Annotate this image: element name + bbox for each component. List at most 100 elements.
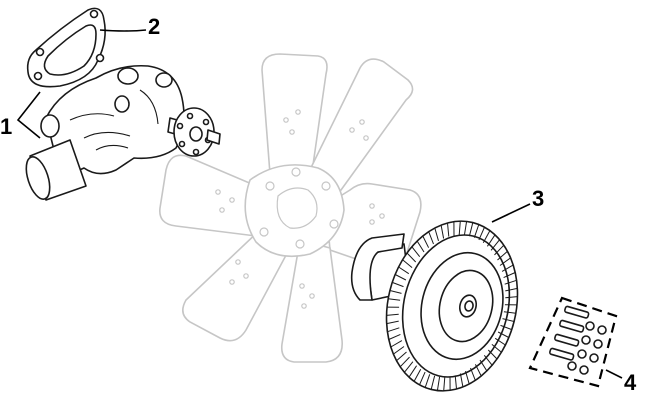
clutch-fin	[430, 375, 436, 390]
clutch-fin	[497, 331, 510, 338]
clutch-fin	[479, 359, 488, 372]
clutch-fin	[463, 221, 468, 236]
clutch-fin	[386, 320, 399, 325]
clutch-fin	[491, 344, 502, 353]
clutch-fin	[404, 361, 414, 373]
clutch-fin	[428, 231, 434, 245]
gasket-bolt-hole	[33, 71, 43, 81]
clutch-fin	[474, 364, 482, 377]
clutch-fin	[504, 279, 517, 285]
callout-3: 3	[532, 186, 544, 211]
callout-1: 1	[0, 114, 12, 139]
clutch-fin	[402, 259, 413, 268]
fan-hub-hole	[259, 227, 269, 237]
hardware-washer	[567, 321, 607, 375]
clutch-fin	[411, 246, 421, 258]
clutch-fin	[393, 346, 405, 355]
callout-4: 4	[624, 370, 637, 395]
fan-clutch	[350, 220, 519, 392]
clutch-fin	[459, 373, 464, 387]
hardware-kit	[528, 296, 618, 388]
pump-boss	[155, 72, 173, 88]
fan-blade	[298, 58, 414, 210]
leader-4	[605, 369, 623, 379]
clutch-fin	[483, 354, 493, 366]
fan-hub-hole	[295, 239, 305, 249]
gasket	[26, 7, 106, 88]
clutch-fin	[505, 287, 518, 292]
clutch-fins	[386, 221, 518, 391]
clutch-fin	[424, 374, 431, 388]
clutch-fin	[440, 225, 445, 239]
clutch-fin	[399, 356, 410, 368]
callout-2: 2	[148, 14, 160, 39]
clutch-fin	[468, 222, 474, 237]
clutch-fin	[473, 224, 480, 238]
hardware-bracket	[528, 296, 618, 388]
gasket-bolt-hole	[35, 47, 45, 57]
pump-shaft-tip	[206, 129, 221, 145]
clutch-fin	[389, 290, 402, 294]
leader-1	[16, 91, 41, 139]
clutch-fin	[398, 266, 410, 275]
clutch-fin	[478, 226, 485, 241]
clutch-fin	[386, 313, 399, 316]
clutch-fin	[388, 333, 401, 340]
fan-center-hole	[276, 187, 318, 229]
clutch-fin	[436, 376, 441, 391]
clutch-fin	[505, 296, 518, 299]
clutch-fin	[406, 252, 417, 263]
gasket-bolt-hole	[95, 53, 105, 63]
leader-3	[491, 203, 531, 223]
clutch-fin	[413, 368, 422, 382]
clutch-fin	[390, 340, 403, 348]
clutch-fin	[434, 227, 439, 242]
fan-blade	[280, 239, 343, 363]
clutch-fin	[419, 371, 426, 386]
leader-2	[99, 29, 147, 32]
gasket-bolt-hole	[89, 9, 99, 19]
fan-hub-hole	[265, 181, 275, 191]
clutch-fin	[503, 272, 516, 279]
clutch-fin	[447, 222, 450, 237]
clutch-fin	[503, 311, 516, 314]
clutch-mount-flange	[350, 233, 405, 301]
clutch-fin	[443, 376, 446, 391]
clutch-fin	[494, 244, 505, 256]
fan-hub-hole	[291, 167, 301, 177]
clutch-fin	[487, 349, 498, 360]
water-pump	[25, 64, 221, 201]
hardware-bolt	[549, 305, 590, 361]
fan-blade	[182, 227, 294, 342]
pump-boss	[40, 114, 60, 138]
clutch-fin	[388, 298, 401, 301]
clutch-fin	[394, 274, 407, 281]
clutch-fin	[422, 235, 430, 248]
clutch-fin	[458, 221, 461, 236]
clutch-fin	[490, 239, 500, 251]
clutch-fin	[387, 327, 400, 333]
gasket-inner	[43, 24, 97, 76]
clutch-fin	[500, 324, 512, 331]
pump-hub-center	[189, 126, 203, 142]
clutch-fin	[408, 365, 418, 378]
clutch-fin	[482, 230, 491, 244]
fan-ghost	[159, 53, 422, 363]
pump-boss	[114, 95, 130, 113]
clutch-fin	[416, 240, 425, 253]
clutch-fin	[465, 370, 470, 385]
leader-lines	[16, 29, 623, 379]
clutch-fin	[454, 375, 457, 390]
fan-hub-hole	[329, 219, 339, 229]
fan-blade	[261, 53, 328, 201]
clutch-fin	[501, 264, 514, 272]
clutch-fin	[396, 351, 407, 362]
fan-hub-hole	[321, 181, 331, 191]
clutch-fin	[486, 234, 496, 247]
pump-boss	[117, 67, 139, 85]
clutch-fin	[502, 318, 515, 322]
clutch-fin	[470, 367, 476, 381]
clutch-fin	[392, 281, 404, 288]
clutch-fin	[497, 250, 508, 261]
